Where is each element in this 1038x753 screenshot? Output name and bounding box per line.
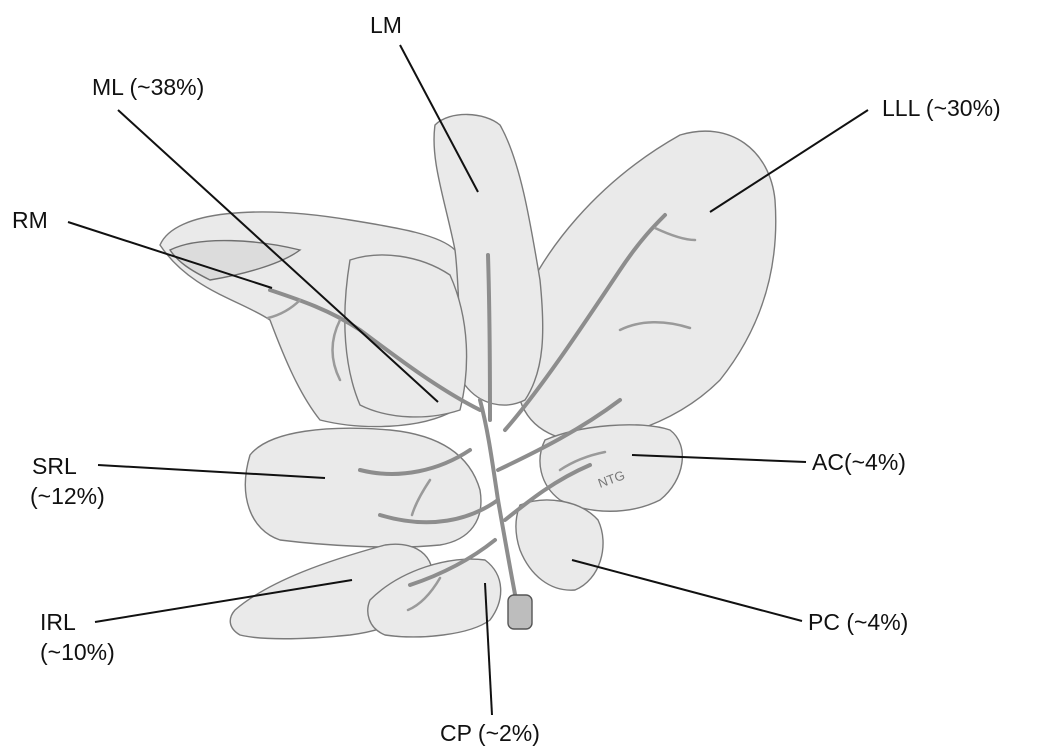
label-srl-pct: (~12%) — [30, 481, 105, 511]
label-cp: CP (~2%) — [440, 718, 540, 748]
label-srl-name: SRL — [32, 451, 105, 481]
left-lateral-lobe — [511, 131, 776, 441]
superior-right-lobe — [245, 428, 481, 547]
label-ac: AC(~4%) — [812, 447, 906, 477]
label-srl: SRL (~12%) — [32, 451, 105, 511]
leader-pc — [572, 560, 802, 621]
label-pc: PC (~4%) — [808, 607, 908, 637]
label-ml: ML (~38%) — [92, 72, 204, 102]
label-irl-pct: (~10%) — [40, 637, 115, 667]
label-rm: RM — [12, 205, 48, 235]
label-lm: LM — [370, 10, 402, 40]
label-irl-name: IRL — [40, 607, 115, 637]
posterior-caudate-lobe — [516, 500, 603, 590]
label-irl: IRL (~10%) — [40, 607, 115, 667]
label-lll: LLL (~30%) — [882, 93, 1001, 123]
